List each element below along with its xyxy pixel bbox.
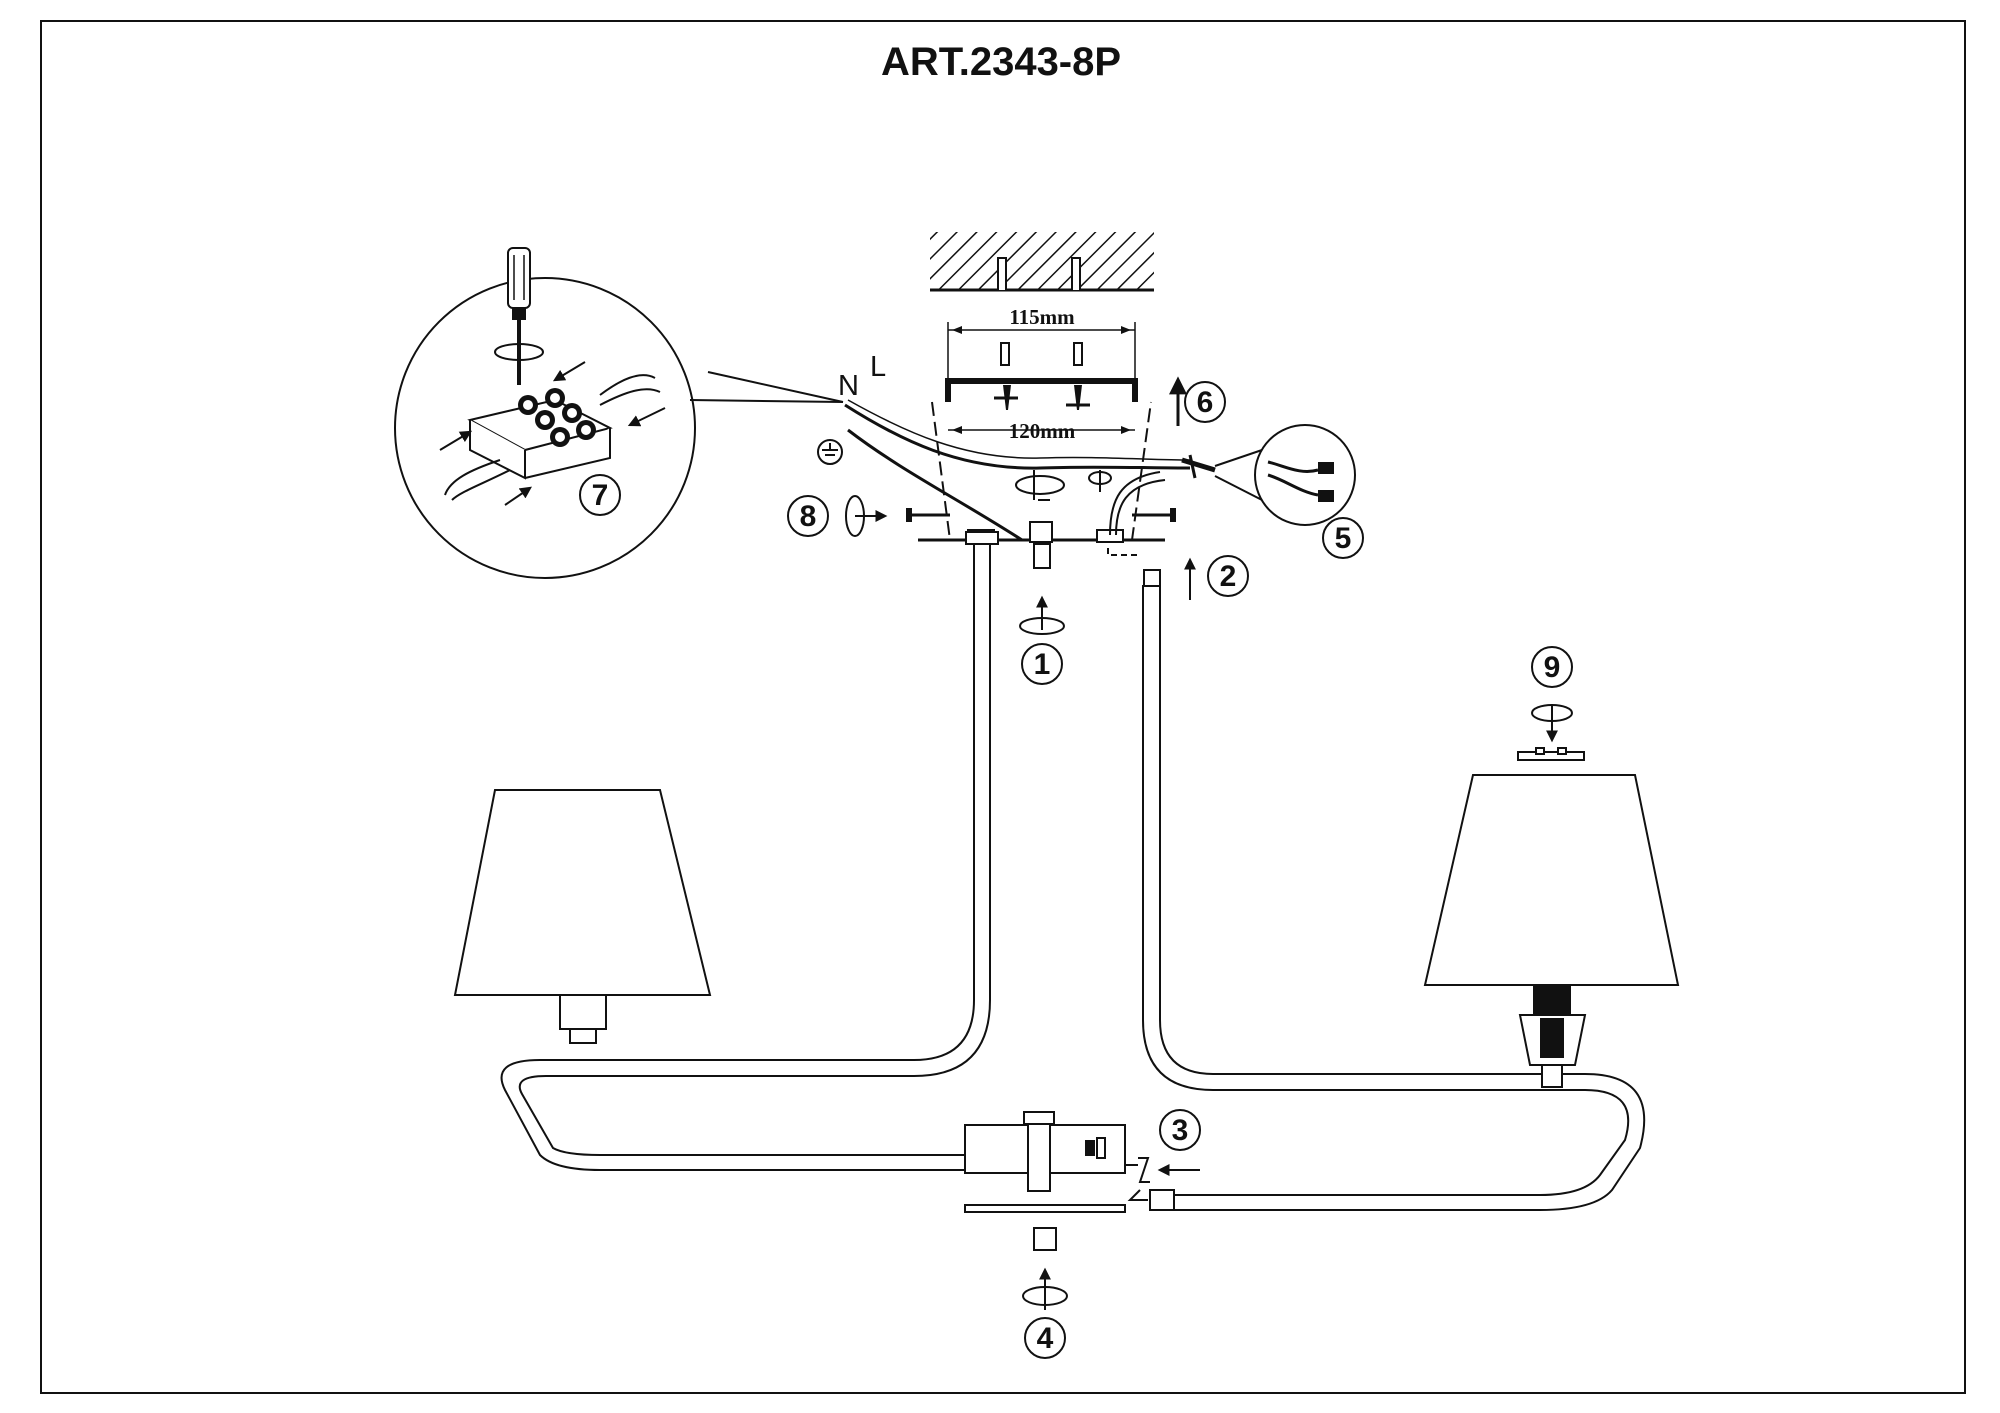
left-lamp-shade	[453, 789, 712, 1044]
center-connector: 3	[964, 1109, 1201, 1213]
dimension-top: 115mm	[1009, 305, 1075, 329]
right-arm	[1142, 569, 1646, 1211]
step-2: 2	[1107, 548, 1249, 600]
step-8-label: 8	[800, 500, 817, 533]
step-4-label: 4	[1037, 1322, 1054, 1355]
step-2-label: 2	[1220, 560, 1237, 593]
step-7-label: 7	[592, 479, 609, 512]
left-arm	[500, 531, 999, 1171]
step-4: 4	[1022, 1227, 1068, 1359]
step-9-label: 9	[1544, 651, 1561, 684]
ground-icon	[817, 439, 843, 465]
wire-connector-detail: 5	[1214, 424, 1364, 559]
step-5-label: 5	[1335, 522, 1352, 555]
terminal-block-detail: 7	[394, 247, 844, 579]
right-lamp-shade	[1423, 747, 1680, 1088]
step-6: 6	[1169, 376, 1226, 426]
wire-label-neutral: N	[838, 370, 859, 402]
supply-wires	[844, 399, 1216, 542]
step-3-label: 3	[1172, 1114, 1189, 1147]
step-1-label: 1	[1034, 648, 1051, 681]
dimension-bottom: 120mm	[1009, 419, 1076, 443]
page-border	[40, 20, 1966, 1394]
ceiling	[930, 232, 1154, 292]
step-6-label: 6	[1197, 386, 1214, 419]
step-1: 1	[1019, 595, 1065, 685]
step-9: 9	[1531, 646, 1573, 743]
diagram-title: ART.2343-8P	[881, 40, 1121, 84]
wire-label-live: L	[870, 351, 886, 383]
rotate-icon	[1015, 470, 1112, 500]
step-8: 8	[787, 495, 888, 537]
mounting-bracket: 115mm 120mm	[945, 305, 1138, 443]
